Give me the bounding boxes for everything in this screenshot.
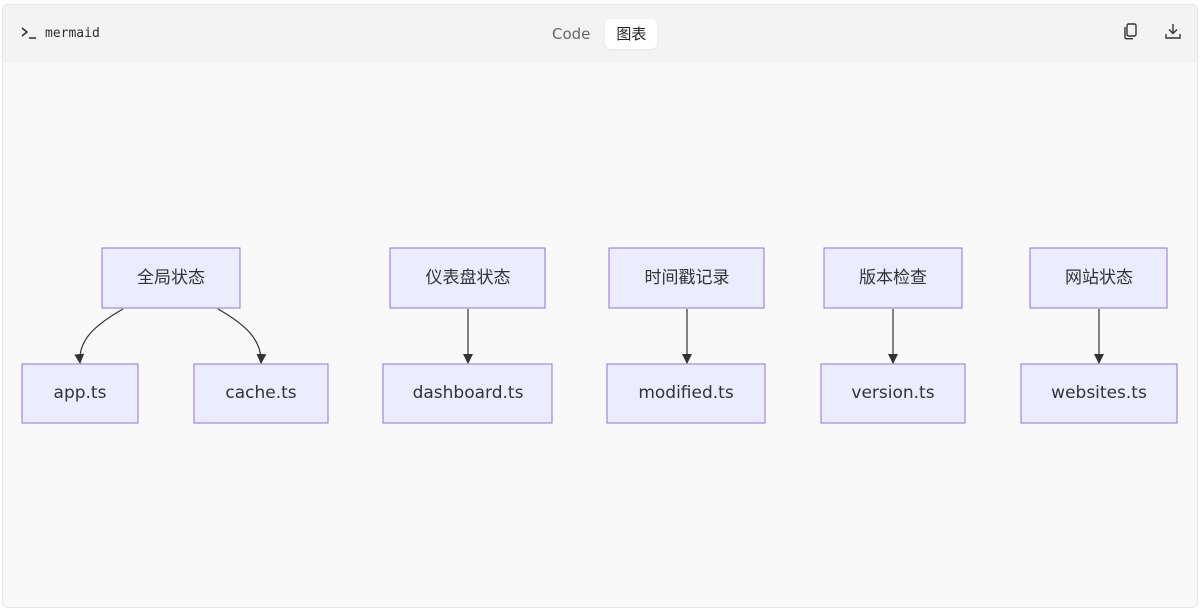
node-label: 版本检查 xyxy=(859,268,927,288)
edge-global-cache xyxy=(217,308,267,364)
node-dashboard-ts: dashboard.ts xyxy=(382,363,553,424)
node-site-state: 网站状态 xyxy=(1029,247,1168,309)
language-label: mermaid xyxy=(45,25,100,41)
node-label: 网站状态 xyxy=(1065,268,1133,288)
copy-button[interactable] xyxy=(1119,21,1143,45)
code-block-header: mermaid Code 图表 xyxy=(3,5,1197,62)
node-label: app.ts xyxy=(54,383,107,403)
node-label: version.ts xyxy=(851,383,934,403)
node-websites-ts: websites.ts xyxy=(1020,363,1178,424)
node-cache-ts: cache.ts xyxy=(193,363,329,424)
download-button[interactable] xyxy=(1161,21,1185,45)
node-label: modified.ts xyxy=(638,383,734,403)
node-label: 时间戳记录 xyxy=(645,268,730,288)
node-dashboard-state: 仪表盘状态 xyxy=(389,247,546,309)
node-timestamp-record: 时间戳记录 xyxy=(608,247,765,309)
copy-icon xyxy=(1122,22,1140,44)
node-label: cache.ts xyxy=(225,383,296,403)
tab-diagram[interactable]: 图表 xyxy=(605,19,658,49)
node-version-ts: version.ts xyxy=(820,363,966,424)
terminal-icon xyxy=(21,27,37,39)
node-label: 仪表盘状态 xyxy=(426,268,511,288)
header-actions xyxy=(1119,21,1185,45)
node-label: websites.ts xyxy=(1051,383,1147,403)
node-label: dashboard.ts xyxy=(413,383,524,403)
node-modified-ts: modified.ts xyxy=(606,363,766,424)
view-tabs: Code 图表 xyxy=(541,19,658,49)
node-label: 全局状态 xyxy=(137,268,205,288)
language-indicator: mermaid xyxy=(21,25,100,41)
node-app-ts: app.ts xyxy=(21,363,139,424)
download-icon xyxy=(1164,22,1182,44)
node-version-check: 版本检查 xyxy=(823,247,963,309)
edge-global-app xyxy=(74,308,124,364)
tab-code[interactable]: Code xyxy=(552,25,591,43)
node-global-state: 全局状态 xyxy=(101,247,241,309)
